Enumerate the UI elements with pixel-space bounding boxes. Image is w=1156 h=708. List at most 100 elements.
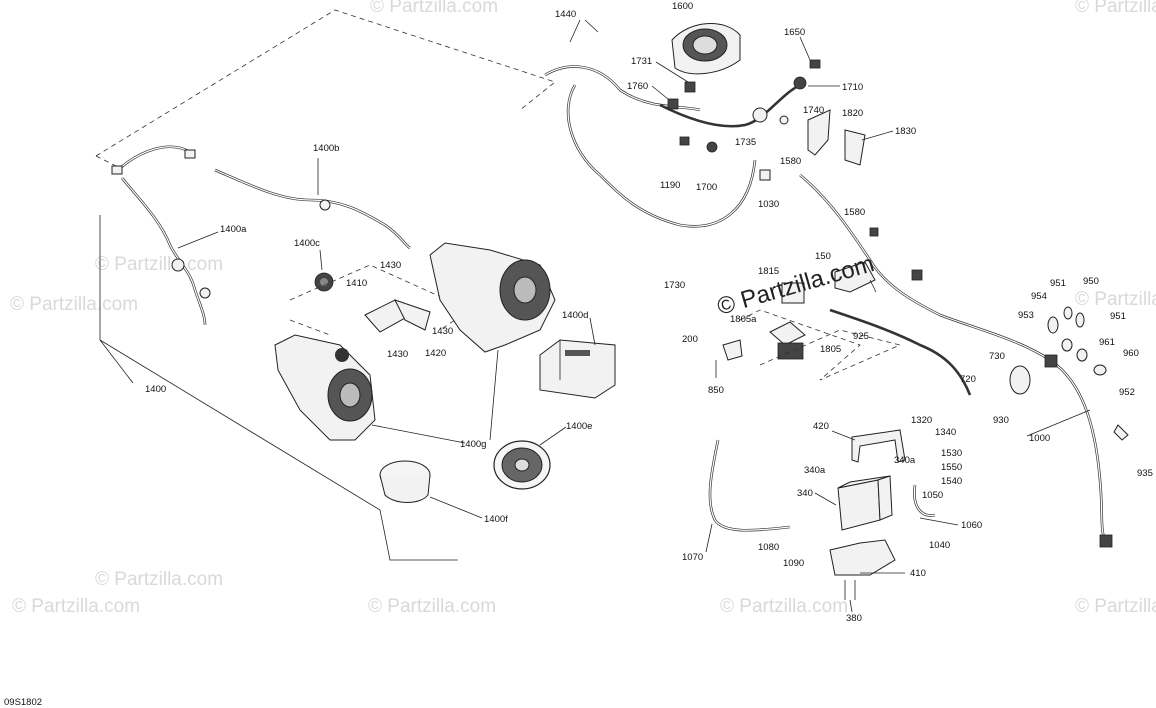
callout-380: 380 [846, 613, 862, 624]
callout-1550: 1550 [941, 462, 962, 473]
leader-line [799, 36, 811, 61]
callout-1000: 1000 [1029, 433, 1050, 444]
leader-line [869, 279, 877, 293]
callout-1190: 1190 [660, 180, 680, 191]
switch-part [779, 115, 789, 125]
leader-line [655, 61, 689, 83]
leader-line [919, 517, 959, 526]
connector-part [869, 227, 879, 237]
watermark-text: © Partzilla.com [368, 596, 496, 617]
callout-1710: 1710 [842, 82, 863, 93]
battery [837, 479, 881, 531]
callout-1600: 1600 [672, 1, 693, 12]
callout-935: 935 [1137, 468, 1153, 479]
callout-1530: 1530 [941, 448, 962, 459]
leader-line [429, 496, 483, 519]
leader-line [539, 426, 567, 446]
callout-1070: 1070 [682, 552, 703, 563]
leader-line [861, 130, 894, 141]
relay-dashed [739, 309, 861, 381]
callout-1320: 1320 [911, 415, 932, 426]
callout-1430-low: 1430 [387, 349, 408, 360]
speaker-cone [513, 276, 537, 304]
watermark-text: © Partzilla.com [95, 254, 223, 275]
callout-1730: 1730 [664, 280, 685, 291]
bracket-part [394, 299, 431, 331]
callout-1430-top: 1430 [380, 260, 401, 271]
callout-1400g: 1400g [460, 439, 486, 450]
clip-part [1063, 306, 1073, 320]
leader-line [705, 523, 713, 553]
callout-730: 730 [989, 351, 1005, 362]
callout-950: 950 [1083, 276, 1099, 287]
speaker-cone [339, 382, 361, 408]
connector-part [184, 149, 196, 159]
connector-part [111, 165, 123, 175]
callout-1815: 1815 [758, 266, 779, 277]
callout-1340: 1340 [935, 427, 956, 438]
callout-720: 720 [960, 374, 976, 385]
callout-954: 954 [1031, 291, 1047, 302]
tie-part [1113, 424, 1129, 441]
callout-340a-left: 340a [804, 465, 826, 476]
clip-part [1075, 312, 1085, 328]
leader-line [814, 492, 837, 506]
callout-930: 930 [993, 415, 1009, 426]
battery-tray [829, 539, 896, 576]
callout-1040: 1040 [929, 540, 950, 551]
leader-line [1026, 409, 1091, 437]
callout-961: 961 [1099, 337, 1115, 348]
speaker-harness-wire [214, 168, 411, 250]
leader-line [831, 430, 856, 441]
gasket-part [769, 321, 806, 346]
callout-1400e: 1400e [566, 421, 592, 432]
audio-kit-group [95, 9, 616, 561]
callout-1400c: 1400c [294, 238, 320, 249]
callout-1400b: 1400b [313, 143, 339, 154]
clip-part [1093, 364, 1107, 376]
gauge-face [692, 35, 718, 55]
callout-1090: 1090 [783, 558, 804, 569]
callout-1760: 1760 [627, 81, 648, 92]
main-harness-wire [799, 174, 1106, 541]
connector-part [667, 98, 679, 110]
connector-part [684, 81, 696, 93]
callout-960: 960 [1123, 348, 1139, 359]
callout-1400f: 1400f [484, 514, 508, 525]
cap-part [759, 169, 771, 181]
watermark-text: © Partzilla.com [12, 596, 140, 617]
callout-410: 410 [910, 568, 926, 579]
watermark-text: © Partzilla.com [1075, 289, 1156, 310]
switch-1830 [844, 129, 866, 166]
callout-850: 850 [708, 385, 724, 396]
leader-line [371, 424, 466, 444]
callout-951b: 951 [1110, 311, 1126, 322]
connector-part [809, 59, 821, 69]
horn-part [722, 339, 743, 361]
switch-part [793, 76, 807, 90]
callout-1440: 1440 [555, 9, 576, 20]
callout-340: 340 [797, 488, 813, 499]
leader-line [849, 599, 853, 613]
connector-part [319, 199, 331, 211]
callout-1400: 1400 [145, 384, 166, 395]
speaker-ring [379, 474, 431, 503]
callout-340a-right: 340a [894, 455, 916, 466]
switch-part [706, 141, 718, 153]
speaker-grille [514, 458, 530, 472]
diagram-code: 09S1802 [4, 697, 42, 708]
callout-1540: 1540 [941, 476, 962, 487]
main-harness-wire [829, 308, 972, 396]
callout-952: 952 [1119, 387, 1135, 398]
callout-1420: 1420 [425, 348, 446, 359]
watermark-text: © Partzilla.com [720, 596, 848, 617]
connector-part [199, 287, 211, 299]
connector-part [171, 258, 185, 272]
callout-1580-top: 1580 [780, 156, 801, 167]
switch-part [752, 107, 768, 123]
connector-part [911, 269, 923, 281]
leader-line [589, 317, 596, 346]
callout-1830: 1830 [895, 126, 916, 137]
callout-420: 420 [813, 421, 829, 432]
callout-1700: 1700 [696, 182, 717, 193]
